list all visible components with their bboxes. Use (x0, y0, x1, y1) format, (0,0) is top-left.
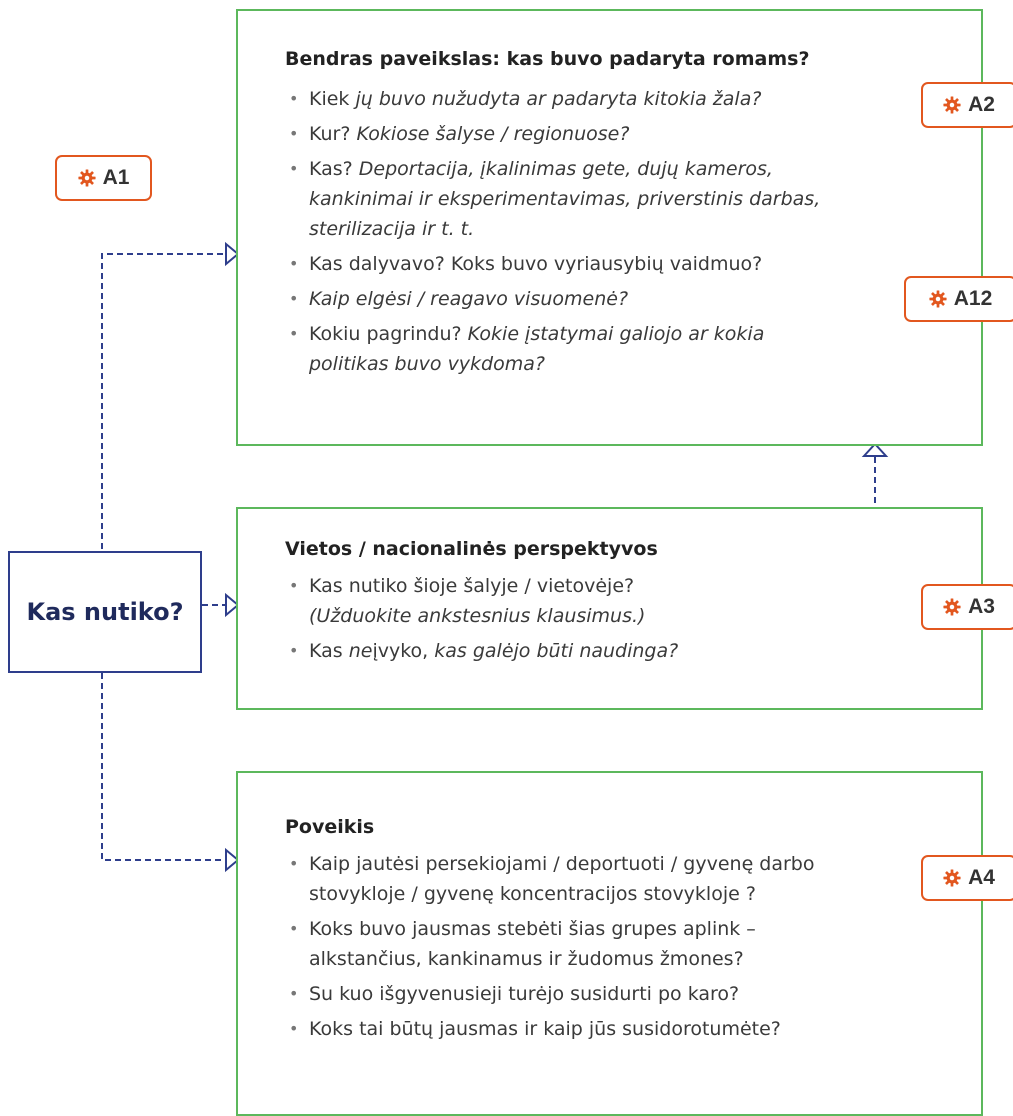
list-item: Koks buvo jausmas stebėti šias grupes ap… (285, 914, 815, 974)
badge-a1[interactable]: A1 (55, 155, 152, 201)
list-item: Kaip elgėsi / reagavo visuomenė? (285, 284, 820, 314)
badge-a3[interactable]: A3 (921, 584, 1013, 630)
gear-icon (943, 869, 961, 887)
list-item: Kas dalyvavo? Koks buvo vyriausybių vaid… (285, 249, 820, 279)
badge-a1-label: A1 (102, 166, 130, 189)
box-overview-title: Bendras paveikslas: kas buvo padaryta ro… (285, 48, 810, 70)
list-item: Kas? Deportacija, įkalinimas gete, dujų … (285, 154, 820, 244)
box-local-perspectives: Vietos / nacionalinės perspektyvos Kas n… (236, 507, 983, 710)
center-node-label: Kas nutiko? (26, 598, 184, 626)
list-item: Su kuo išgyvenusieji turėjo susidurti po… (285, 979, 815, 1009)
arrowhead-box2 (225, 592, 240, 618)
badge-a4-label: A4 (968, 866, 995, 889)
gear-icon (929, 290, 947, 308)
connector-to-box3 (101, 673, 226, 861)
box-overview-list: Kiek jų buvo nužudyta ar padaryta kitoki… (285, 84, 820, 384)
badge-a4[interactable]: A4 (921, 855, 1013, 901)
gear-icon (943, 598, 961, 616)
badge-a2-label: A2 (968, 93, 995, 116)
list-item: Kiek jų buvo nužudyta ar padaryta kitoki… (285, 84, 820, 114)
list-item: Kaip jautėsi persekiojami / deportuoti /… (285, 849, 815, 909)
box-overview: Bendras paveikslas: kas buvo padaryta ro… (236, 9, 983, 446)
box-impact: Poveikis Kaip jautėsi persekiojami / dep… (236, 771, 983, 1116)
list-item: Koks tai būtų jausmas ir kaip jūs susido… (285, 1014, 815, 1044)
gear-icon (943, 96, 961, 114)
box-impact-title: Poveikis (285, 816, 375, 838)
arrowhead-box3 (225, 847, 240, 873)
list-item: Kur? Kokiose šalyse / regionuose? (285, 119, 820, 149)
list-item: Kokiu pagrindu? Kokie įstatymai galiojo … (285, 319, 820, 379)
arrowhead-up (861, 442, 889, 457)
list-item: Kas nutiko šioje šalyje / vietovėje?(Užd… (285, 571, 678, 631)
center-node: Kas nutiko? (8, 551, 202, 673)
box-local-list: Kas nutiko šioje šalyje / vietovėje?(Užd… (285, 571, 678, 671)
arrowhead-box1 (225, 241, 240, 267)
gear-icon (78, 169, 96, 187)
list-item: Kas neįvyko, kas galėjo būti naudinga? (285, 636, 678, 666)
badge-a12-label: A12 (953, 287, 993, 310)
badge-a3-label: A3 (968, 595, 995, 618)
box-local-title: Vietos / nacionalinės perspektyvos (285, 538, 658, 560)
badge-a2[interactable]: A2 (921, 82, 1013, 128)
badge-a12[interactable]: A12 (904, 276, 1013, 322)
box-impact-list: Kaip jautėsi persekiojami / deportuoti /… (285, 849, 815, 1049)
connector-to-box1 (101, 253, 226, 549)
